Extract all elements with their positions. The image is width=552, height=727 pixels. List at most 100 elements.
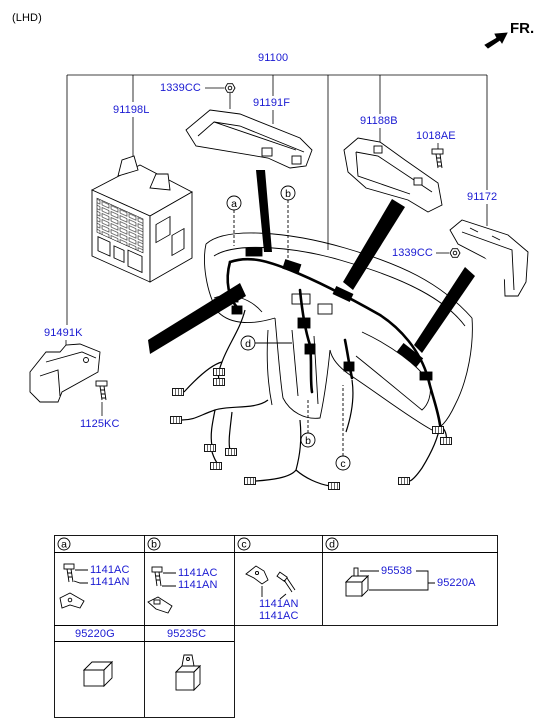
harness-block xyxy=(231,305,243,315)
relay-side xyxy=(103,660,113,688)
table-header-circle-c xyxy=(237,537,251,551)
pointer-wedge xyxy=(148,283,246,354)
pointer-wedge xyxy=(256,170,272,252)
callouts: a b d b c xyxy=(226,185,351,471)
wire xyxy=(345,379,354,433)
cell-a-leaders xyxy=(73,569,88,584)
cell-c-part-1[interactable]: 1141AN xyxy=(259,598,299,610)
cell-c-parts xyxy=(245,565,296,600)
cell-b-part-2[interactable]: 1141AN xyxy=(178,579,218,591)
fuse-grid xyxy=(96,197,144,254)
callout-a-circle xyxy=(226,195,242,211)
top-bracket-clip xyxy=(261,147,273,157)
left-bracket-part xyxy=(29,343,101,403)
part-label-right-nut[interactable]: 1339CC xyxy=(392,247,433,259)
cell-d-part-1[interactable]: 95538 xyxy=(381,565,413,577)
harness-block xyxy=(297,317,311,329)
leader-lines xyxy=(65,74,488,416)
wire xyxy=(409,424,441,482)
fuse-box-part xyxy=(90,155,193,283)
dash-vent xyxy=(317,303,333,315)
harness-block xyxy=(304,343,316,355)
fuse-box-side-face xyxy=(149,191,193,283)
wire xyxy=(210,409,216,447)
relay-side xyxy=(361,574,369,598)
bolt-shank xyxy=(435,153,443,169)
relay-icon xyxy=(175,671,195,691)
relay-slot xyxy=(97,236,111,257)
callout-c-label: c xyxy=(340,458,345,470)
connector xyxy=(328,482,340,490)
harness-block xyxy=(245,247,263,257)
part-label-top-nut[interactable]: 1339CC xyxy=(160,82,201,94)
part-label-right-bracket[interactable]: 91188B xyxy=(360,115,398,127)
table-header-circle-b xyxy=(147,537,161,551)
harness-branch-center xyxy=(298,288,314,394)
bolt-shank xyxy=(283,577,296,593)
table-header-b: b xyxy=(151,539,157,551)
table-lower-dividers xyxy=(54,625,234,717)
nut-icon xyxy=(449,248,461,258)
callout-b-upper-circle xyxy=(280,185,296,201)
relay-icon xyxy=(83,669,105,687)
left-bracket-body xyxy=(29,343,101,403)
table-header-d: d xyxy=(329,539,335,551)
variant-label: (LHD) xyxy=(12,12,42,24)
table-header-c: c xyxy=(241,539,246,551)
nut-icon xyxy=(224,83,236,93)
pointer-wedge xyxy=(414,267,475,353)
cell-d-leaders xyxy=(360,570,435,591)
part-label-assembly[interactable]: 91100 xyxy=(258,52,289,64)
bolt-head xyxy=(431,148,444,155)
part-label-fuse-box[interactable]: 91198L xyxy=(113,104,150,116)
relay-95220g xyxy=(82,660,114,688)
callout-b-lower-circle xyxy=(300,432,316,448)
table-header-a: a xyxy=(61,539,67,551)
lower-cell-part-2[interactable]: 95235C xyxy=(167,628,207,640)
callout-b-upper-label: b xyxy=(285,188,291,200)
part-label-left-bolt[interactable]: 1125KC xyxy=(80,418,120,430)
leader-top-nut xyxy=(205,87,231,109)
part-label-right-bolt[interactable]: 1018AE xyxy=(416,130,456,142)
part-label-left-bracket[interactable]: 91491K xyxy=(44,327,83,339)
callout-c-circle xyxy=(335,455,351,471)
part-label-top-bracket[interactable]: 91191F xyxy=(253,97,291,109)
callout-a-label: a xyxy=(231,198,237,210)
dash-glove-box xyxy=(355,331,431,411)
cell-a-part-2[interactable]: 1141AN xyxy=(90,576,130,588)
right-bracket-clip xyxy=(373,145,383,154)
bolt-icon xyxy=(431,148,444,169)
fuse-box-side xyxy=(149,191,193,283)
dash-center-stack xyxy=(274,317,331,419)
wire xyxy=(183,361,223,393)
harness-block xyxy=(332,285,354,303)
cell-b-part-1[interactable]: 1141AC xyxy=(178,567,218,579)
harness-block xyxy=(282,259,302,274)
direction-label: FR. xyxy=(510,20,535,37)
cell-d-part-2[interactable]: 95220A xyxy=(437,577,476,589)
bolt-head xyxy=(95,380,108,387)
cell-a-part-1[interactable]: 1141AC xyxy=(90,564,130,576)
detail-table-grid: a b c d xyxy=(54,535,498,718)
bolt-icon xyxy=(276,571,288,582)
connector xyxy=(210,462,222,470)
connector xyxy=(440,437,452,445)
part-label-right-harness[interactable]: 91172 xyxy=(467,191,498,203)
table-upper-frame xyxy=(54,535,498,626)
relay-slot xyxy=(127,249,143,274)
connector xyxy=(204,444,216,452)
table-upper-dividers xyxy=(54,535,498,625)
lower-cell-part-1[interactable]: 95220G xyxy=(75,628,115,640)
connector xyxy=(172,388,184,396)
connector xyxy=(432,426,444,434)
wire xyxy=(228,411,233,451)
top-bracket-part xyxy=(185,109,313,169)
wire xyxy=(255,419,302,482)
callout-d-label: d xyxy=(245,338,251,350)
dash-console-line xyxy=(291,329,319,405)
right-harness-part xyxy=(449,219,529,297)
cell-c-part-2[interactable]: 1141AC xyxy=(259,610,299,622)
cell-c-leaders xyxy=(261,586,287,600)
